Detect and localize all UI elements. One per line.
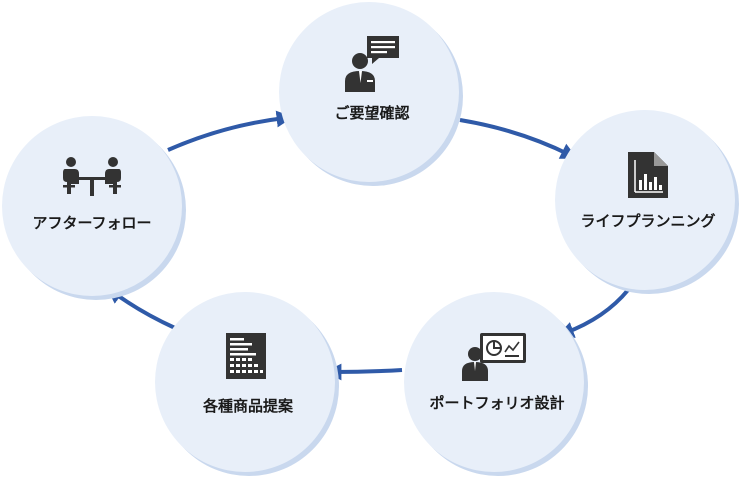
step-follow: アフターフォロー [2,116,186,300]
meeting-icon [63,157,121,196]
arrow-follow-to-consult [167,110,294,152]
arrow-consult-to-planning [459,118,578,159]
presentation-icon [462,333,526,381]
step-consult: ご要望確認 [279,2,463,186]
step-label-portfolio: ポートフォリオ設計 [429,394,564,412]
arrow-planning-to-portfolio [557,288,630,338]
consultation-icon [345,36,399,92]
product-list-icon [226,333,266,379]
arrow-products-to-follow [106,287,176,330]
chart-document-icon [628,152,668,198]
arrow-portfolio-to-products [324,363,403,381]
step-label-follow: アフターフォロー [32,214,151,232]
step-circle [2,116,182,296]
step-products: 各種商品提案 [155,292,339,476]
step-circle [155,292,335,472]
step-label-products: 各種商品提案 [202,397,294,415]
step-portfolio: ポートフォリオ設計 [404,292,588,476]
step-label-planning: ライフプランニング [580,212,715,230]
step-planning: ライフプランニング [555,110,739,294]
step-label-consult: ご要望確認 [334,104,409,122]
step-circle [555,110,735,290]
step-circle [404,292,584,472]
